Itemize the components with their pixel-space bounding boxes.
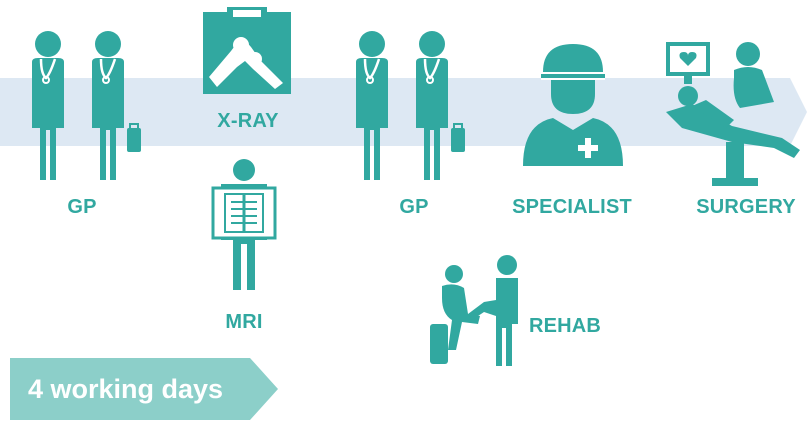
mri-scan-icon	[211, 159, 277, 290]
two-doctors-icon	[354, 30, 465, 182]
xray-icon	[203, 7, 291, 94]
stage-label-mri: MRI	[225, 311, 263, 333]
stage-label-surgery: SURGERY	[696, 196, 796, 218]
stage-label-gp: GP	[67, 196, 97, 218]
duration-badge-text: 4 working days	[28, 374, 224, 404]
stage-label-xray: X-RAY	[217, 110, 279, 132]
stage-label-gp-2: GP	[399, 196, 429, 218]
surgery-icon	[666, 42, 800, 186]
stage-label-rehab: REHAB	[528, 315, 602, 337]
stage-label-specialist: SPECIALIST	[512, 196, 632, 218]
two-doctors-icon	[30, 30, 141, 182]
rehab-icon	[430, 255, 518, 366]
surgeon-icon	[523, 44, 623, 166]
duration-badge	[10, 358, 278, 420]
